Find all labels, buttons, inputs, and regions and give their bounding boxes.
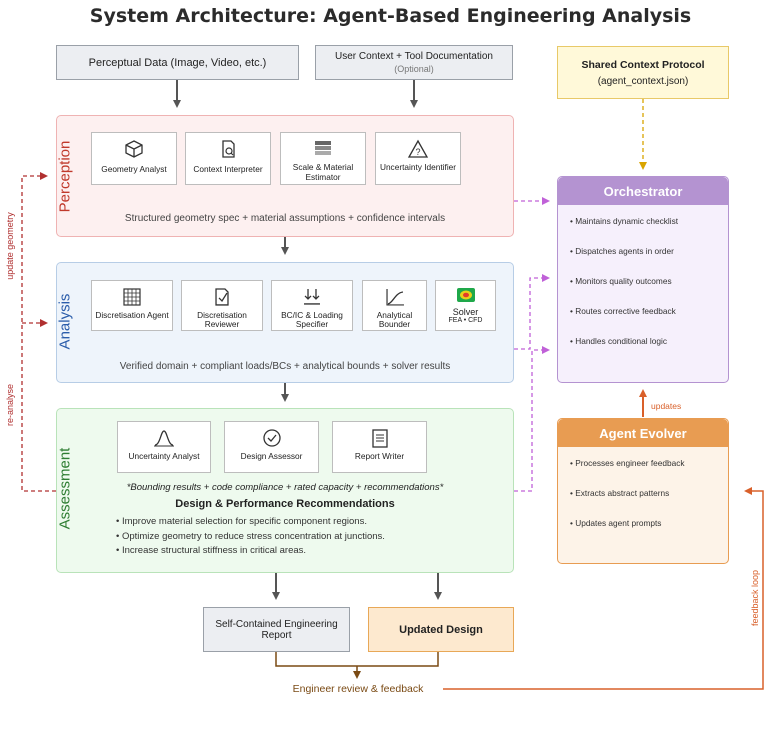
perceptual-data-input: Perceptual Data (Image, Video, etc.) bbox=[56, 45, 299, 80]
agent-analytical-bounder: Analytical Bounder bbox=[362, 280, 427, 331]
agent-label: Discretisation Reviewer bbox=[197, 309, 247, 330]
agent-uncertainty-analyst: Uncertainty Analyst bbox=[117, 421, 211, 473]
agent-evolver-panel: Agent Evolver • Processes engineer feedb… bbox=[557, 418, 729, 564]
agent-solver: Solver FEA • CFD bbox=[435, 280, 496, 331]
optional-note: (Optional) bbox=[394, 64, 434, 74]
evolver-item: • Processes engineer feedback bbox=[570, 458, 685, 468]
orchestrator-title: Orchestrator bbox=[558, 177, 728, 205]
user-context-input: User Context + Tool Documentation (Optio… bbox=[315, 45, 513, 80]
agent-evolver-title: Agent Evolver bbox=[558, 419, 728, 447]
evolver-item: • Updates agent prompts bbox=[570, 518, 662, 528]
assessment-summary: *Bounding results + code compliance + ra… bbox=[126, 482, 444, 493]
analysis-summary: Verified domain + compliant loads/BCs + … bbox=[119, 361, 451, 372]
agent-label: BC/IC & Loading Specifier bbox=[281, 309, 343, 330]
perceptual-data-label: Perceptual Data (Image, Video, etc.) bbox=[88, 56, 267, 69]
recommendations-title: Design & Performance Recommendations bbox=[175, 498, 395, 510]
orchestrator-panel: Orchestrator • Maintains dynamic checkli… bbox=[557, 176, 729, 383]
agent-uncertainty-identifier: ? Uncertainty Identifier bbox=[375, 132, 461, 185]
agent-discretisation-reviewer: Discretisation Reviewer bbox=[181, 280, 263, 331]
analysis-to-orchestrator bbox=[514, 274, 550, 350]
agent-context-interpreter: Context Interpreter bbox=[185, 132, 271, 185]
report-icon bbox=[371, 429, 388, 448]
agent-geometry-analyst: Geometry Analyst bbox=[91, 132, 177, 185]
diagram-title: System Architecture: Agent-Based Enginee… bbox=[89, 5, 692, 27]
recommendations-list: • Improve material selection for specifi… bbox=[116, 515, 506, 559]
agent-label: Geometry Analyst bbox=[101, 164, 167, 174]
recommendation-item: • Increase structural stiffness in criti… bbox=[116, 545, 307, 556]
user-context-label: User Context + Tool Documentation bbox=[335, 51, 493, 62]
shared-context-protocol: Shared Context Protocol (agent_context.j… bbox=[557, 46, 729, 99]
bell-curve-icon bbox=[154, 430, 174, 447]
perception-summary: Structured geometry spec + material assu… bbox=[124, 213, 446, 224]
updated-design-output: Updated Design bbox=[368, 607, 514, 652]
check-circle-icon bbox=[262, 429, 281, 447]
updates-label: updates bbox=[651, 401, 682, 411]
evolver-item: • Extracts abstract patterns bbox=[570, 488, 670, 498]
agent-label: Analytical Bounder bbox=[376, 309, 413, 330]
agent-label: Report Writer bbox=[354, 451, 405, 461]
curve-icon bbox=[385, 288, 404, 306]
engineering-report-label: Self-Contained Engineering Report bbox=[215, 618, 338, 641]
engineering-report-output: Self-Contained Engineering Report bbox=[203, 607, 350, 652]
agent-label: Context Interpreter bbox=[193, 164, 263, 174]
layers-icon bbox=[315, 141, 331, 155]
recommendation-item: • Improve material selection for specifi… bbox=[116, 516, 367, 527]
agent-label: Discretisation Agent bbox=[95, 310, 169, 320]
feedback-loop-arrow bbox=[443, 487, 764, 690]
agent-scale-material-estimator: Scale & Material Estimator bbox=[280, 132, 366, 185]
engineer-review-label: Engineer review & feedback bbox=[292, 683, 424, 695]
agent-discretisation: Discretisation Agent bbox=[91, 280, 173, 331]
assessment-to-orchestrator bbox=[514, 346, 550, 492]
update-geometry-label: update geometry bbox=[5, 212, 15, 280]
orchestrator-item: • Handles conditional logic bbox=[570, 336, 667, 346]
load-arrows-icon bbox=[304, 288, 320, 305]
orchestrator-item: • Maintains dynamic checklist bbox=[570, 216, 679, 226]
agent-bc-ic-loading: BC/IC & Loading Specifier bbox=[271, 280, 353, 331]
orchestrator-item: • Routes corrective feedback bbox=[570, 306, 676, 316]
agent-label: Solver bbox=[452, 307, 479, 317]
feedback-loop-label: feedback loop bbox=[750, 569, 760, 627]
orchestrator-item: • Dispatches agents in order bbox=[570, 246, 674, 256]
heatmap-icon bbox=[456, 288, 475, 302]
arrow-outputs-to-review bbox=[275, 652, 439, 677]
document-search-icon bbox=[222, 140, 235, 158]
protocol-title: Shared Context Protocol bbox=[581, 58, 705, 71]
grid-icon bbox=[123, 288, 141, 306]
update-geometry-loop bbox=[21, 172, 56, 492]
agent-label: Uncertainty Identifier bbox=[379, 162, 457, 172]
warning-icon: ? bbox=[407, 139, 429, 158]
checklist-icon bbox=[215, 288, 229, 306]
recommendation-item: • Optimize geometry to reduce stress con… bbox=[116, 530, 385, 542]
orchestrator-item: • Monitors quality outcomes bbox=[570, 276, 672, 286]
re-analyse-label: re-analyse bbox=[5, 383, 15, 427]
agent-report-writer: Report Writer bbox=[332, 421, 427, 473]
agent-design-assessor: Design Assessor bbox=[224, 421, 319, 473]
updated-design-label: Updated Design bbox=[399, 623, 483, 636]
cube-icon bbox=[125, 140, 143, 158]
agent-label: Uncertainty Analyst bbox=[128, 451, 200, 461]
solver-sub: FEA • CFD bbox=[448, 317, 483, 325]
protocol-file: (agent_context.json) bbox=[597, 75, 689, 87]
agent-label: Scale & Material Estimator bbox=[292, 162, 354, 182]
svg-text:?: ? bbox=[415, 147, 420, 157]
agent-label: Design Assessor bbox=[240, 451, 303, 461]
